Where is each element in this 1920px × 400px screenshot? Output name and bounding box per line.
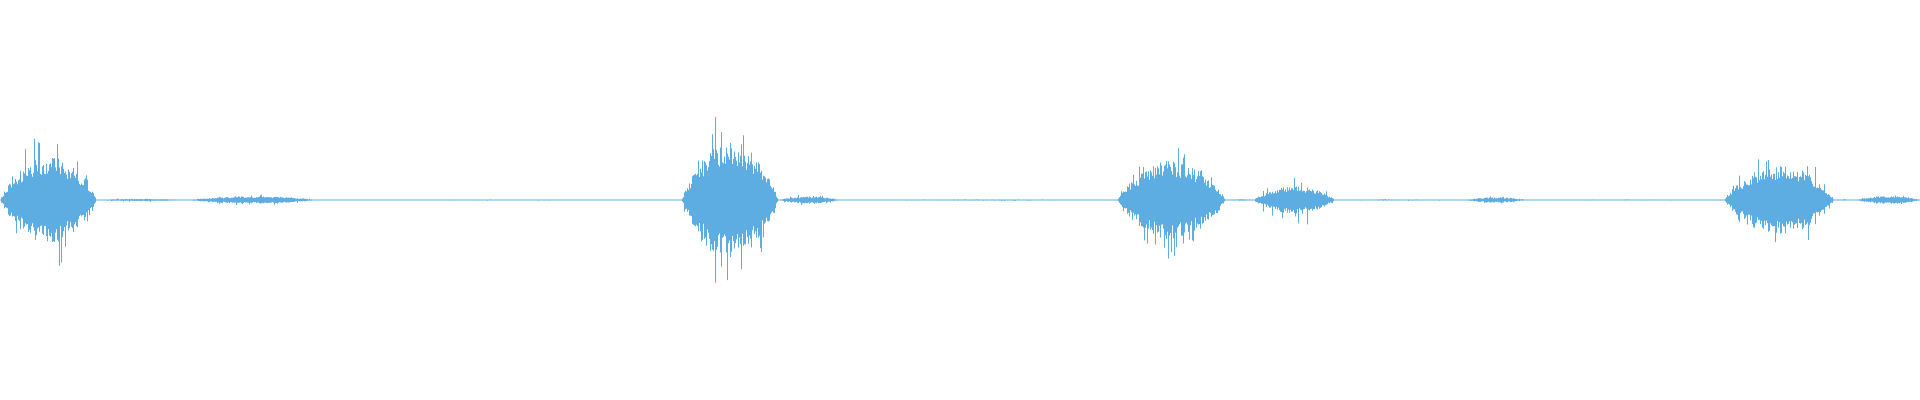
waveform-samples	[0, 117, 1920, 283]
waveform-trace	[0, 117, 1920, 283]
